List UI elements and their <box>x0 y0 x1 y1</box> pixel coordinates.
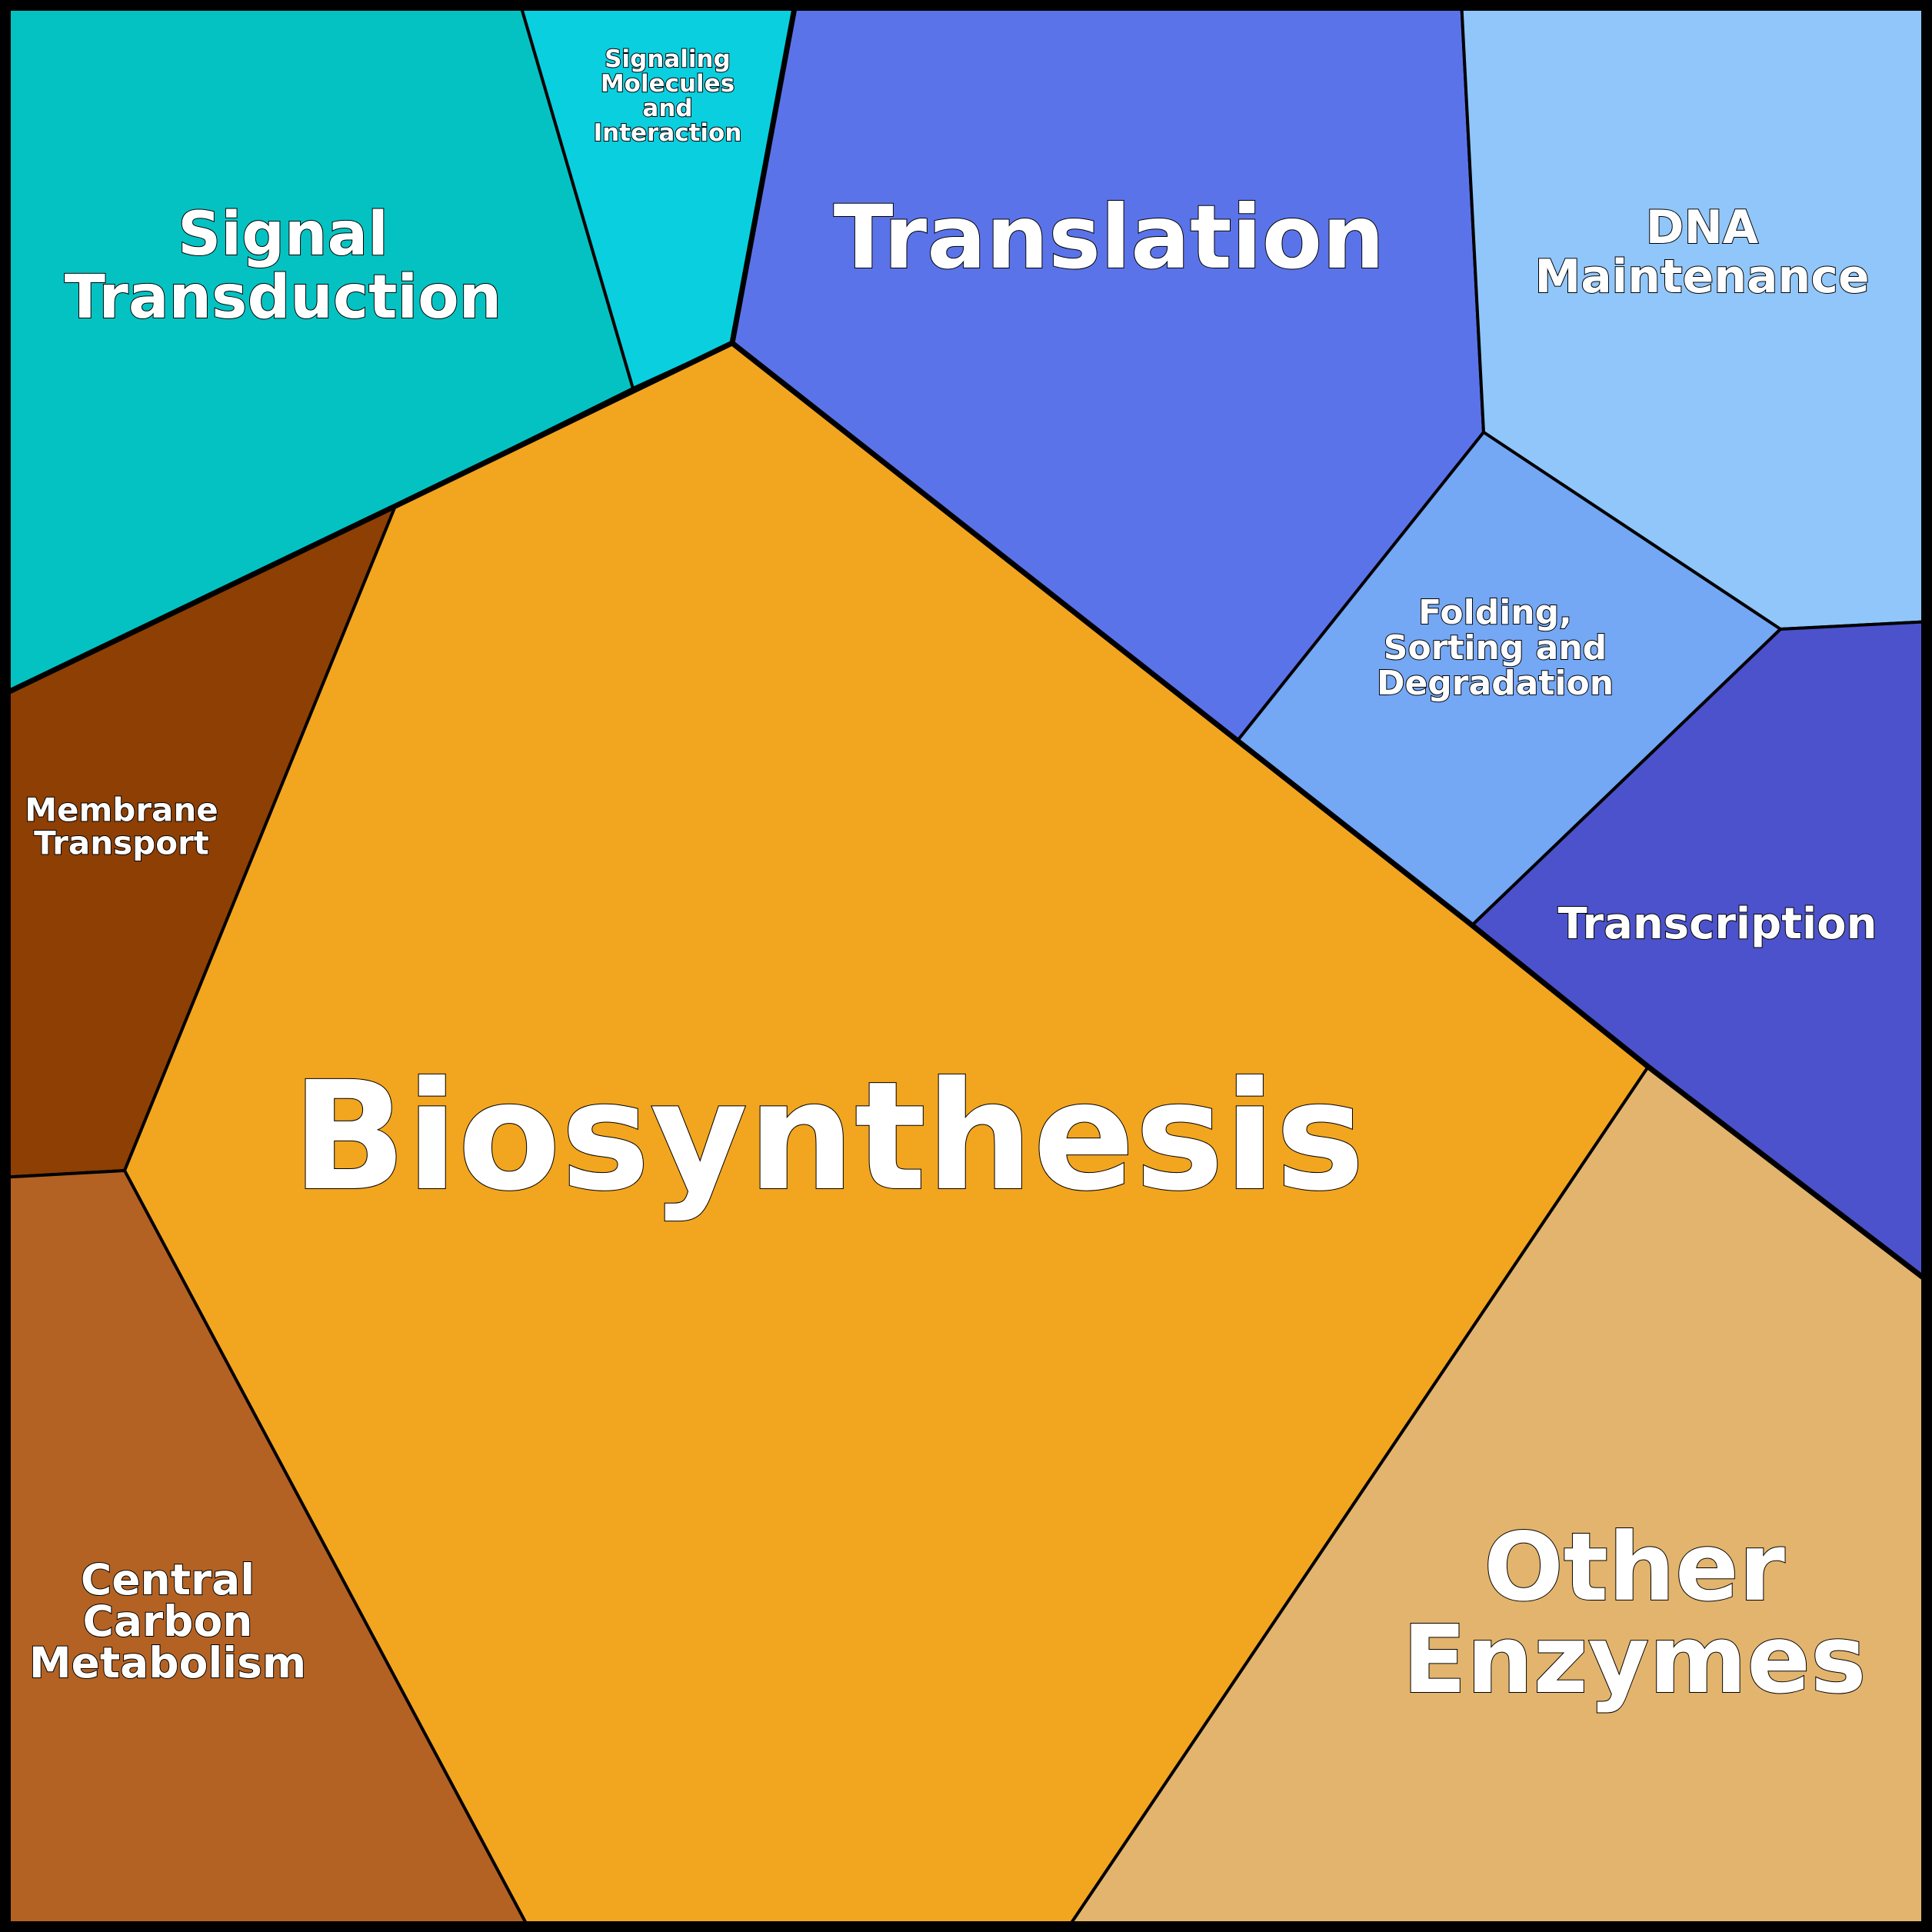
label-line-folding-sorting-2: Degradation <box>1377 664 1614 703</box>
label-line-central-carbon-2: Metabolism <box>29 1638 306 1687</box>
separator-signal-group <box>0 340 1932 1287</box>
label-line-membrane-transport-0: Membrane <box>25 791 218 829</box>
label-line-biosynthesis-0: Biosynthesis <box>292 1049 1365 1224</box>
label-line-membrane-transport-1: Transport <box>34 824 209 862</box>
label-line-central-carbon-0: Central <box>81 1555 255 1604</box>
label-line-signal-transduction-0: Signal <box>178 200 388 269</box>
label-transcription: Transcription <box>1557 899 1877 949</box>
label-line-other-enzymes-1: Enzymes <box>1402 1605 1866 1714</box>
label-line-signaling-molecules-3: Interaction <box>594 119 742 147</box>
cell-central-carbon <box>0 1169 532 1932</box>
label-line-transcription-0: Transcription <box>1557 899 1877 949</box>
label-biosynthesis: Biosynthesis <box>292 1049 1365 1224</box>
label-line-dna-maintenance-1: Maintenance <box>1534 250 1869 304</box>
label-line-translation-0: Translation <box>834 186 1384 288</box>
separator-signal-translation <box>729 0 799 344</box>
label-line-folding-sorting-1: Sorting and <box>1384 628 1607 668</box>
label-line-signaling-molecules-1: Molecules <box>601 70 734 98</box>
label-translation: Translation <box>834 186 1384 288</box>
label-line-signal-transduction-1: Transduction <box>65 263 501 332</box>
label-line-other-enzymes-0: Other <box>1484 1513 1785 1622</box>
label-line-folding-sorting-0: Folding, <box>1418 593 1572 632</box>
label-line-signaling-molecules-0: Signaling <box>605 45 731 73</box>
label-line-dna-maintenance-0: DNA <box>1646 201 1759 255</box>
label-line-central-carbon-1: Carbon <box>83 1597 253 1646</box>
label-line-signaling-molecules-2: and <box>642 95 692 122</box>
